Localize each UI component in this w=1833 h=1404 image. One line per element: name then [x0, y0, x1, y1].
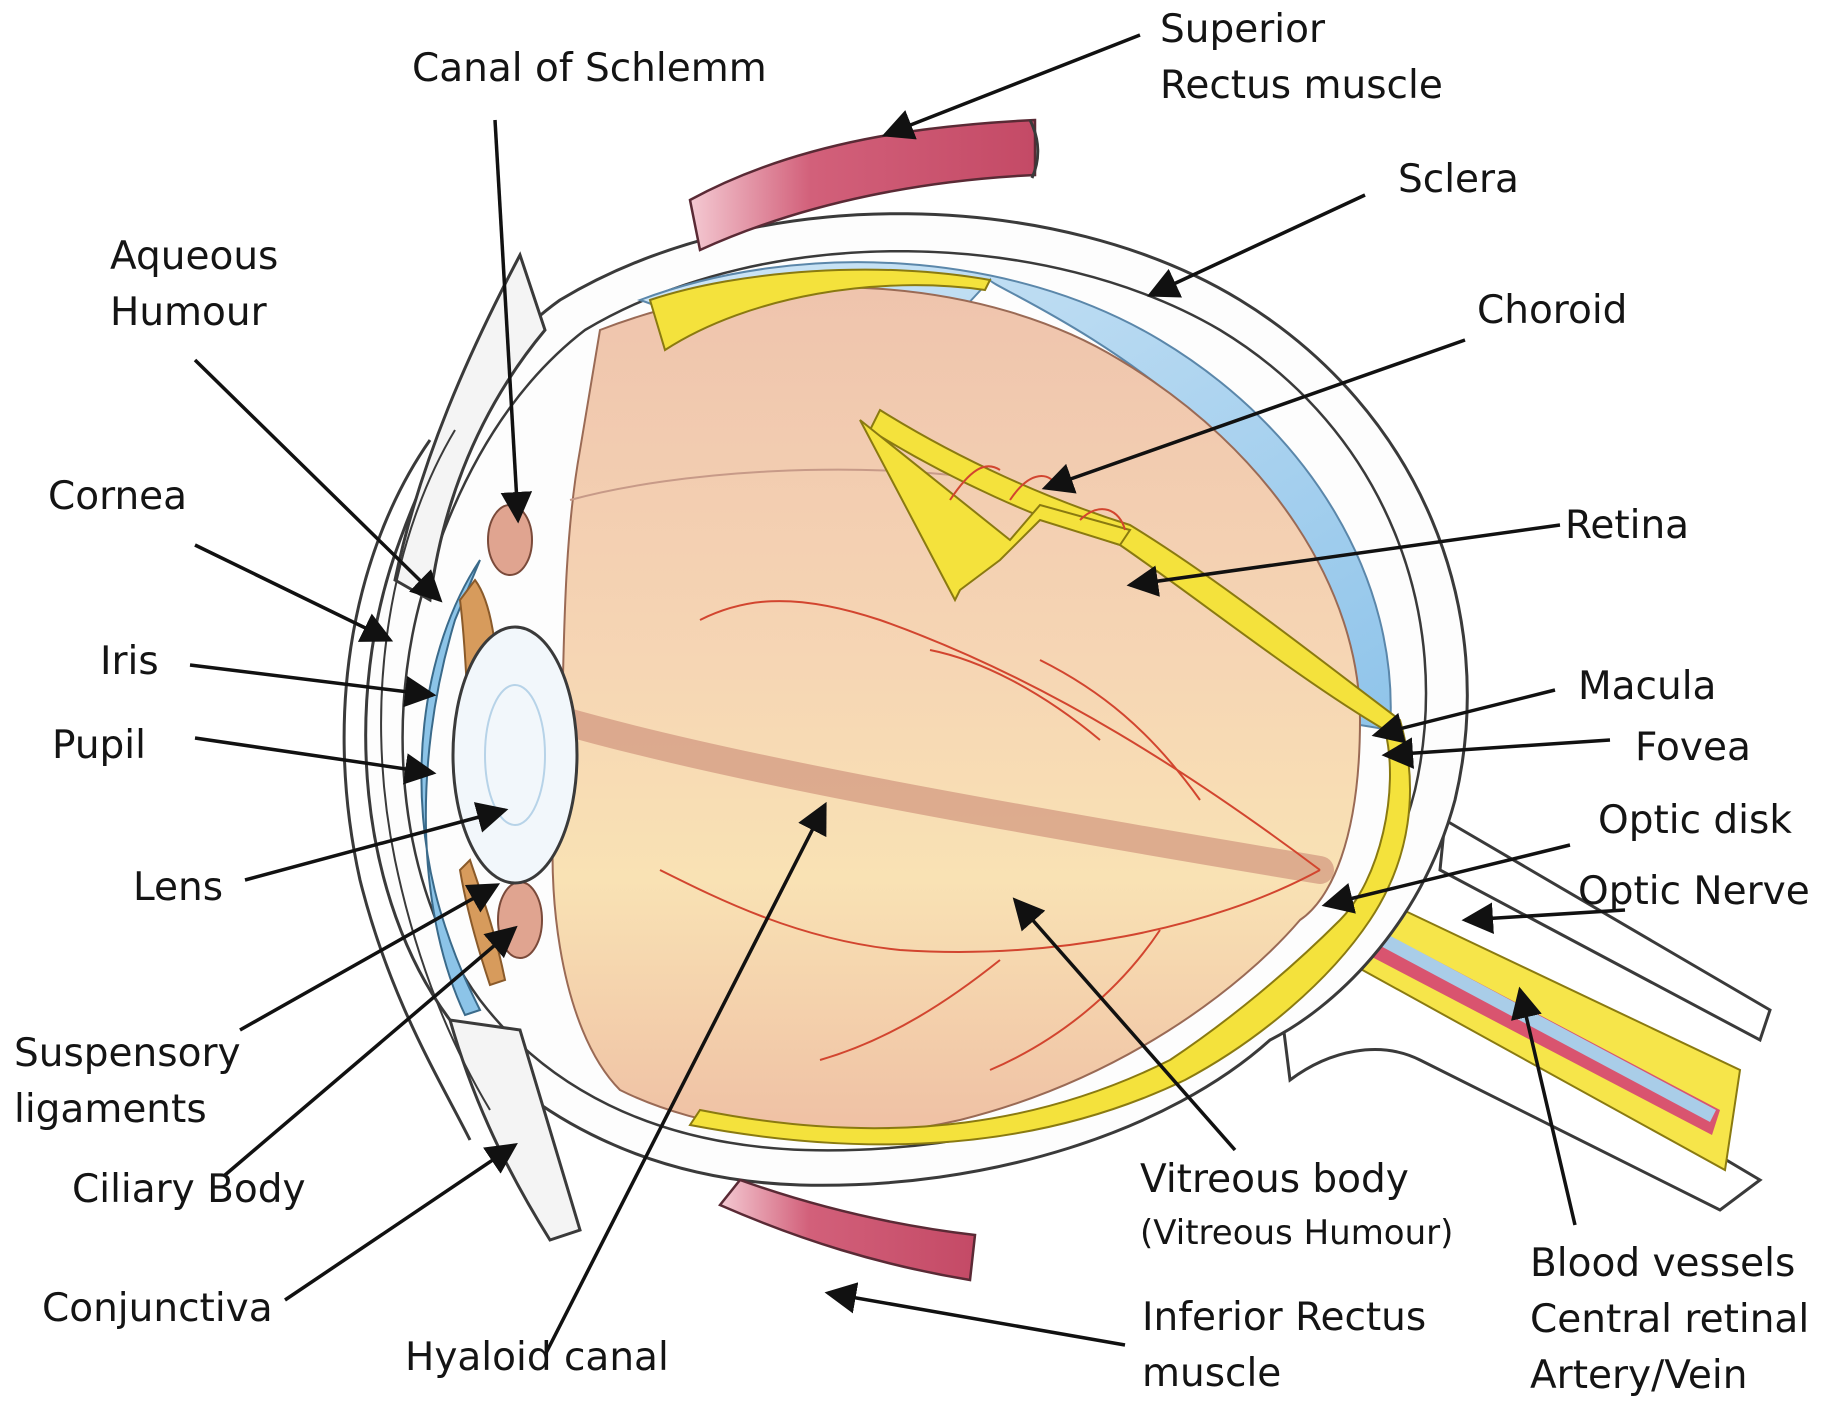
label-superior-rectus-line1: Superior	[1160, 2, 1443, 58]
label-aqueous-humour-line2: Humour	[110, 285, 278, 341]
label-sclera: Sclera	[1398, 152, 1519, 208]
label-suspensory-ligaments: Suspensory ligaments	[14, 1026, 241, 1138]
arrow-sclera	[1150, 195, 1365, 295]
label-fovea: Fovea	[1635, 720, 1751, 776]
arrow-inferior-rectus	[828, 1293, 1125, 1345]
label-canal-of-schlemm: Canal of Schlemm	[412, 41, 767, 97]
label-suspensory-ligaments-line2: ligaments	[14, 1082, 241, 1138]
label-cornea: Cornea	[48, 469, 187, 525]
label-ciliary-body: Ciliary Body	[72, 1162, 306, 1218]
label-blood-vessels-line1: Blood vessels	[1530, 1236, 1809, 1292]
label-conjunctiva: Conjunctiva	[42, 1281, 273, 1337]
label-optic-disk: Optic disk	[1598, 793, 1792, 849]
label-vitreous-body-line2: (Vitreous Humour)	[1140, 1208, 1453, 1258]
label-choroid: Choroid	[1477, 283, 1627, 339]
label-iris: Iris	[100, 634, 159, 690]
label-optic-nerve: Optic Nerve	[1578, 864, 1810, 920]
arrow-conjunctiva	[285, 1145, 515, 1300]
label-blood-vessels-line2: Central retinal	[1530, 1292, 1809, 1348]
label-vitreous-body-line1: Vitreous body	[1140, 1152, 1453, 1208]
label-blood-vessels-line3: Artery/Vein	[1530, 1348, 1809, 1404]
lens	[453, 627, 577, 883]
label-lens: Lens	[133, 860, 223, 916]
label-superior-rectus: Superior Rectus muscle	[1160, 2, 1443, 114]
label-inferior-rectus: Inferior Rectus muscle	[1142, 1290, 1426, 1402]
label-pupil: Pupil	[52, 718, 146, 774]
label-suspensory-ligaments-line1: Suspensory	[14, 1026, 241, 1082]
label-retina: Retina	[1565, 498, 1689, 554]
label-aqueous-humour-line1: Aqueous	[110, 229, 278, 285]
label-vitreous-body: Vitreous body (Vitreous Humour)	[1140, 1152, 1453, 1258]
label-blood-vessels: Blood vessels Central retinal Artery/Vei…	[1530, 1236, 1809, 1404]
label-inferior-rectus-line2: muscle	[1142, 1346, 1426, 1402]
label-aqueous-humour: Aqueous Humour	[110, 229, 278, 341]
label-macula: Macula	[1578, 659, 1716, 715]
label-superior-rectus-line2: Rectus muscle	[1160, 58, 1443, 114]
label-hyaloid-canal: Hyaloid canal	[405, 1330, 669, 1386]
label-inferior-rectus-line1: Inferior Rectus	[1142, 1290, 1426, 1346]
inferior-rectus-muscle	[720, 1180, 975, 1280]
